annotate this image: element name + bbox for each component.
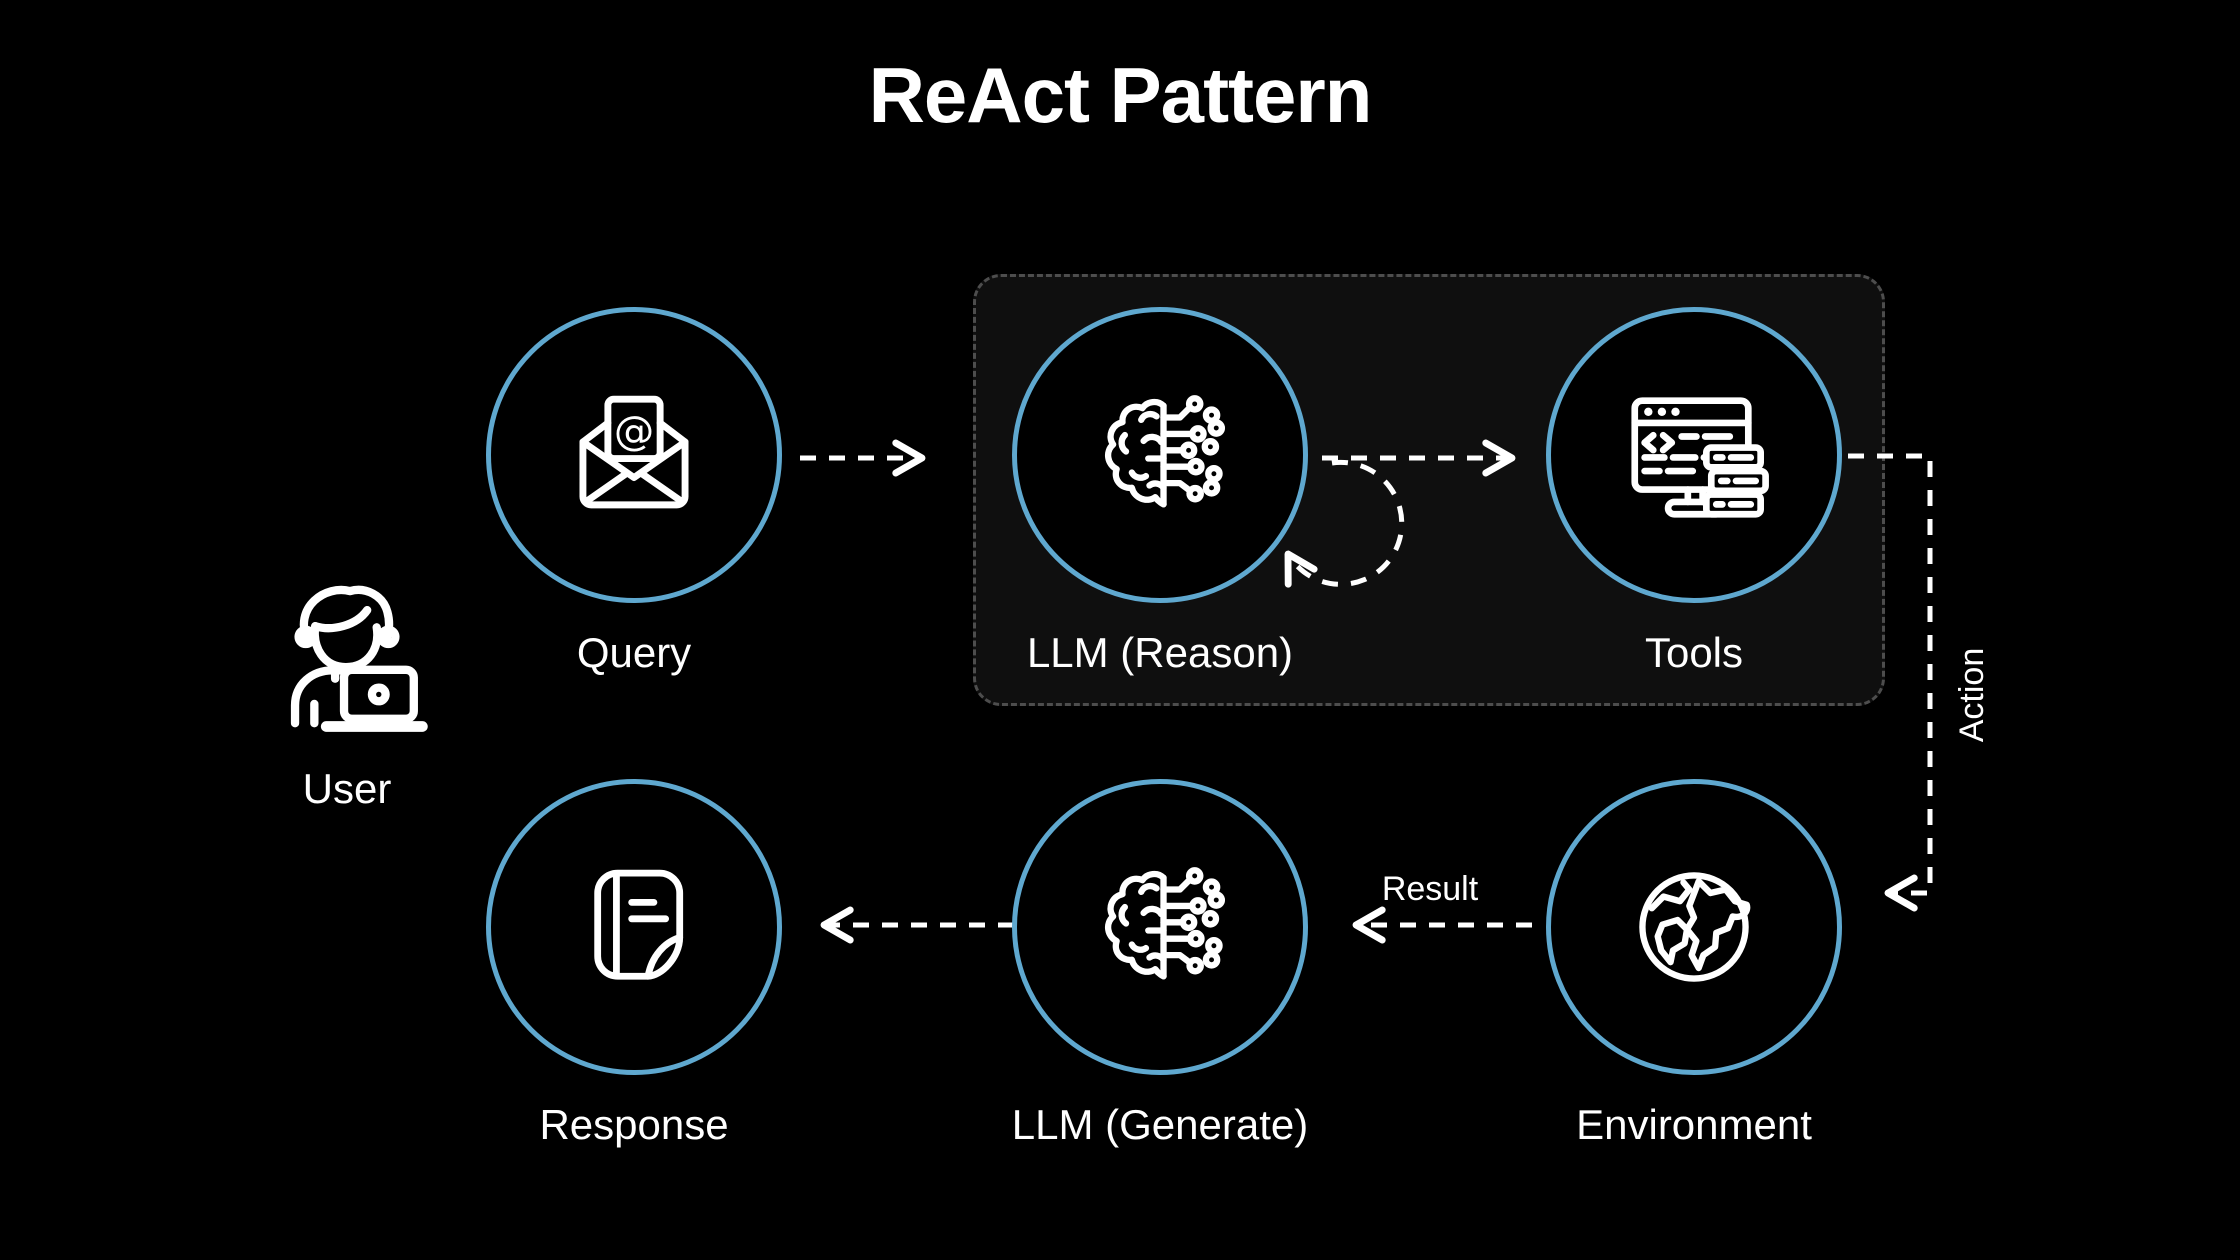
tools-circle xyxy=(1546,307,1842,603)
result-label: Result xyxy=(1381,870,1479,908)
response-label: Response xyxy=(539,1101,729,1148)
user-label: User xyxy=(302,765,392,812)
ai-brain-circuit-icon xyxy=(1104,867,1226,980)
environment-circle xyxy=(1546,779,1842,1075)
node-environment xyxy=(1546,779,1842,1075)
svg-text:@: @ xyxy=(614,407,654,454)
node-llm-reason xyxy=(1012,307,1308,603)
llm-reason-label: LLM (Reason) xyxy=(1026,629,1294,676)
ai-brain-circuit-icon xyxy=(1104,395,1226,508)
query-label: Query xyxy=(576,629,692,676)
query-circle: @ xyxy=(486,307,782,603)
globe-icon xyxy=(1639,872,1751,982)
node-llm-generate xyxy=(1012,779,1308,1075)
node-query: @ xyxy=(486,307,782,603)
llm-generate-circle xyxy=(1012,779,1308,1075)
email-open-at-icon: @ xyxy=(579,395,689,509)
node-tools xyxy=(1546,307,1842,603)
page-title: ReAct Pattern xyxy=(868,51,1373,139)
llm-generate-label: LLM (Generate) xyxy=(1011,1101,1309,1148)
tools-label: Tools xyxy=(1644,629,1744,676)
action-label-wrap: Action xyxy=(1892,615,2052,775)
node-response xyxy=(486,779,782,1075)
action-label: Action xyxy=(1952,647,1991,743)
document-folded-icon xyxy=(594,869,684,980)
code-window-server-icon xyxy=(1631,397,1769,518)
user-icon xyxy=(290,585,428,732)
environment-label: Environment xyxy=(1576,1101,1812,1148)
response-circle xyxy=(486,779,782,1075)
user-figure xyxy=(252,548,442,758)
llm-reason-circle xyxy=(1012,307,1308,603)
